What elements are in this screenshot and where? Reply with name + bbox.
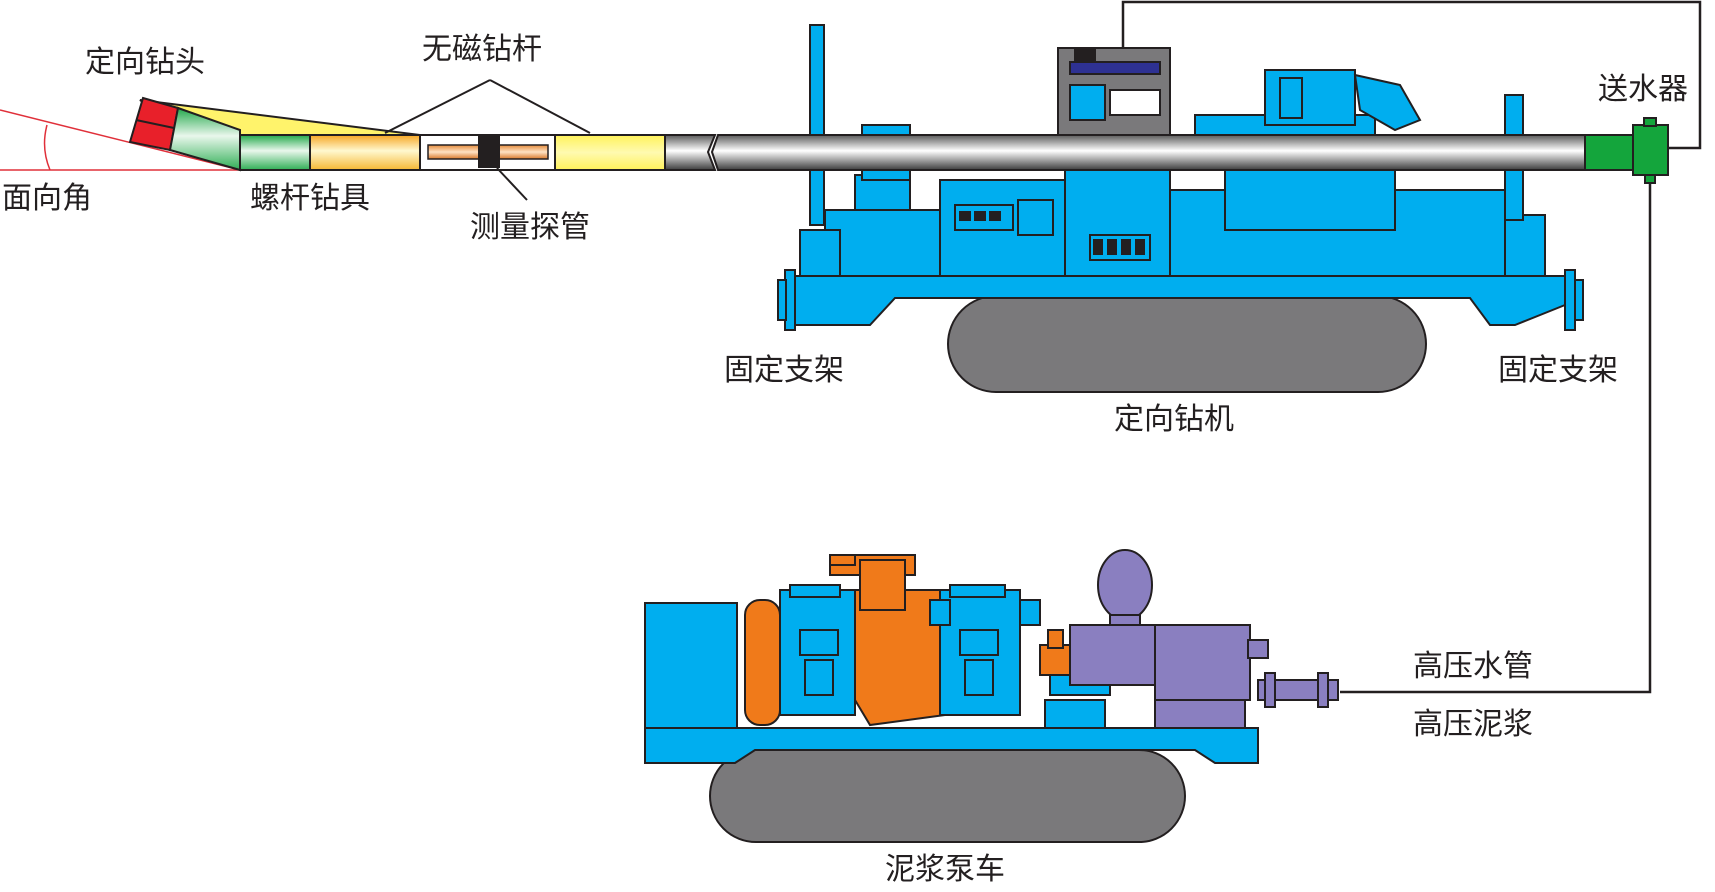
non-magnetic-rod: [554, 134, 666, 171]
pump-orange-housing: [744, 599, 781, 726]
label-bracket-left: 固定支架: [724, 353, 844, 388]
drill-pipe-end: [664, 134, 717, 171]
probe-clamp: [478, 136, 500, 168]
hose-lines: [1121, 0, 1702, 694]
pump-plunger-box: [1154, 624, 1251, 701]
directional-drill-rig: [710, 24, 1669, 393]
mud-pump-truck: [644, 549, 1339, 843]
label-measurement-probe: 测量探管: [470, 210, 590, 245]
pump-track: [709, 749, 1186, 843]
pump-air-chamber: [1097, 549, 1153, 621]
screw-motor-green: [239, 134, 311, 171]
drill-bit: [128, 96, 241, 172]
pump-base-frame: [644, 727, 1259, 764]
label-face-angle: 面向角: [2, 181, 92, 216]
label-drill-rig: 定向钻机: [1114, 402, 1234, 437]
label-non-magnetic-rod: 无磁钻杆: [422, 32, 542, 67]
pump-power-box: [644, 602, 738, 729]
callout-lines: [384, 79, 591, 201]
rig-track: [947, 295, 1427, 393]
label-drill-bit: 定向钻头: [85, 45, 205, 80]
screw-motor-yellow: [309, 134, 421, 171]
label-bracket-right: 固定支架: [1498, 353, 1618, 388]
label-mud-pump-truck: 泥浆泵车: [885, 852, 1005, 887]
label-high-pressure-mud: 高压泥浆: [1413, 707, 1533, 742]
downhole-assembly: [128, 96, 717, 172]
rig-mast: [809, 24, 825, 226]
label-high-pressure-hose: 高压水管: [1413, 649, 1533, 684]
high-pressure-hose: [1340, 183, 1652, 694]
rig-drill-pipe: [710, 134, 1586, 171]
label-screw-motor: 螺杆钻具: [250, 181, 370, 216]
rig-motor: [1264, 69, 1356, 126]
water-swivel: [1632, 124, 1669, 176]
cable-line: [1121, 0, 1702, 150]
label-water-swivel: 送水器: [1598, 72, 1688, 107]
water-swivel-pipe: [1584, 134, 1636, 171]
face-angle-indicator: [0, 109, 241, 171]
